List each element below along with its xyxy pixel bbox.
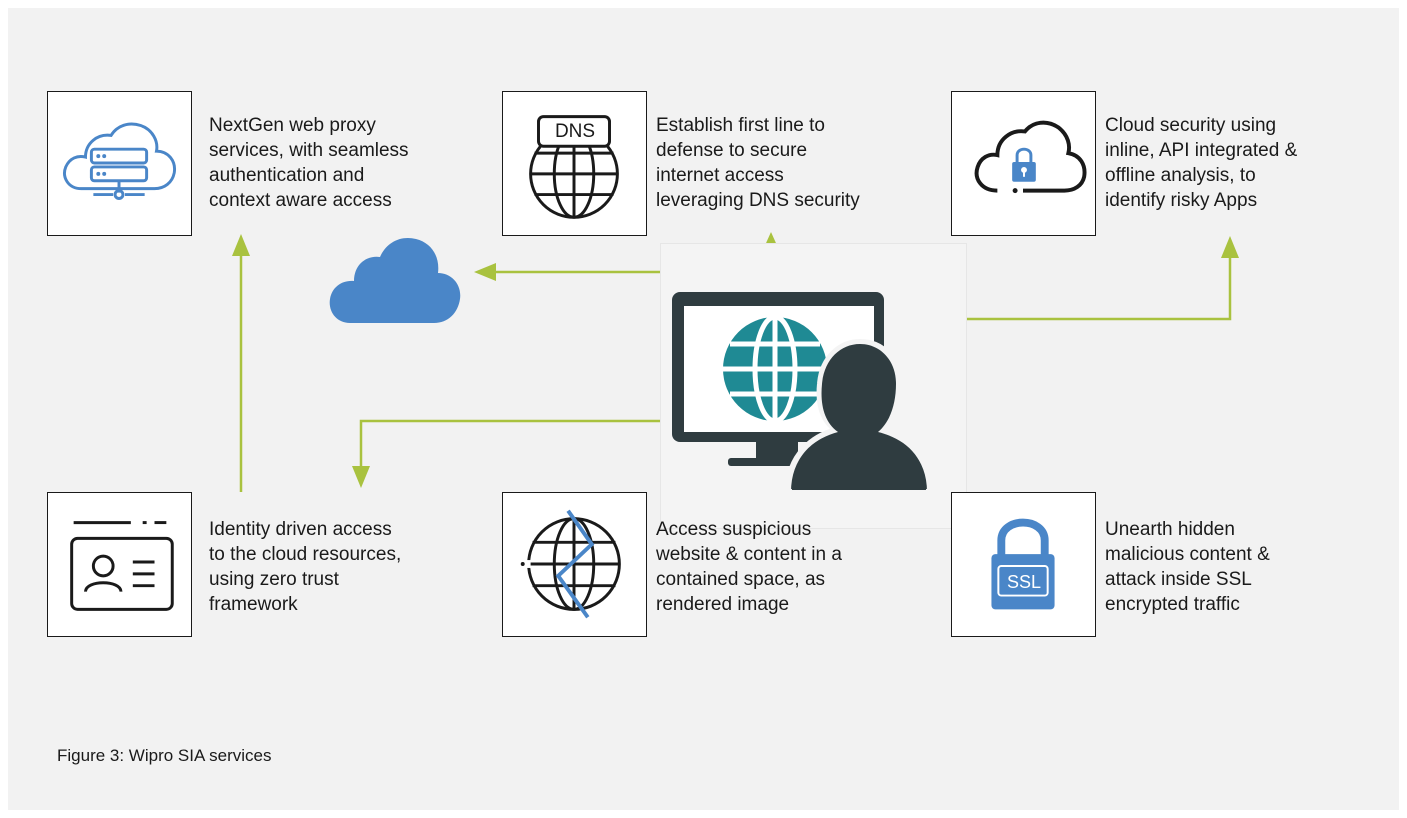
arrow-to-web-proxy: [232, 234, 250, 492]
ssl-lock-icon: [991, 518, 1055, 610]
card-cloud-security: [951, 91, 1096, 236]
zero-trust-description: Identity driven access to the cloud reso…: [209, 519, 402, 615]
cloud-server-icon: [63, 122, 176, 200]
card-browser-isolation: [502, 492, 647, 637]
id-card-icon: [70, 521, 174, 611]
ssl-inspection-description: Unearth hidden malicious content & attac…: [1105, 519, 1270, 615]
card-dns-security: DNS: [502, 91, 647, 236]
dns-globe-icon: [529, 115, 619, 219]
figure-caption: Figure 3: Wipro SIA services: [57, 746, 272, 765]
card-ssl-inspection: SSL: [951, 492, 1096, 637]
isolated-globe-icon: [518, 509, 621, 619]
arrow-to-cloud: [474, 246, 691, 281]
arrow-to-zero-trust: [352, 419, 673, 488]
arrow-to-cloud-security: [885, 236, 1239, 321]
cloud-security-description: Cloud security using inline, API integra…: [1105, 115, 1298, 211]
cloud-lock-icon: [974, 120, 1087, 194]
card-web-proxy: [47, 91, 192, 236]
cloud-icon: [329, 237, 461, 323]
dns-label: DNS: [554, 121, 596, 142]
ssl-label: SSL: [1006, 572, 1042, 592]
card-zero-trust: [47, 492, 192, 637]
user-computer-globe-icon: [672, 292, 934, 495]
web-proxy-description: NextGen web proxy services, with seamles…: [209, 115, 409, 211]
dns-security-description: Establish first line to defense to secur…: [656, 115, 860, 211]
browser-isolation-description: Access suspicious website & content in a…: [656, 519, 842, 615]
